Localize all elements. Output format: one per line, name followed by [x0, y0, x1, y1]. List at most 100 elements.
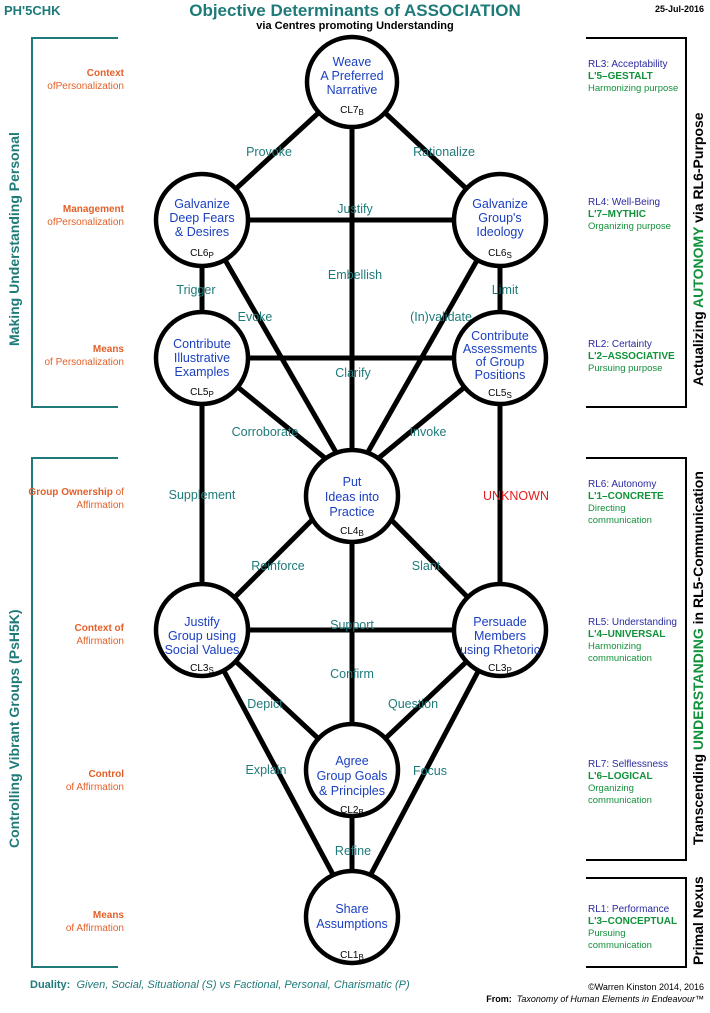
- node-cl2: Agree Group Goals & Principles CL2B: [317, 754, 388, 817]
- svg-text:Persuade: Persuade: [473, 615, 527, 629]
- edge-label-confirm: Confirm: [330, 667, 374, 681]
- svg-text:Agree: Agree: [335, 754, 368, 768]
- svg-text:Put: Put: [343, 475, 362, 489]
- svg-text:Assessments: Assessments: [463, 342, 537, 356]
- copyright-note: ©Warren Kinston 2014, 2016 From: Taxonom…: [486, 982, 704, 1004]
- svg-text:Members: Members: [474, 629, 526, 643]
- edge-label-slant: Slant: [412, 559, 441, 573]
- edge-label-embellish: Embellish: [328, 268, 382, 282]
- edge-evoke: [199, 218, 355, 482]
- left-label-group-ownership-affirmation: Group Ownership of Affirmation: [28, 487, 124, 511]
- node-cl7: Weave A Preferred Narrative CL7B: [320, 55, 383, 117]
- page-subtitle: via Centres promoting Understanding: [256, 20, 454, 32]
- svg-text:CL1B: CL1B: [340, 950, 364, 962]
- edge-label-focus: Focus: [413, 764, 447, 778]
- svg-text:Positions: Positions: [475, 368, 526, 382]
- date-label: 25-Jul-2016: [654, 4, 704, 14]
- page-title: Objective Determinants of ASSOCIATION: [189, 1, 521, 20]
- svg-text:Social Values: Social Values: [165, 643, 240, 657]
- svg-text:of Group: of Group: [476, 355, 525, 369]
- left-bracket-top: [31, 37, 118, 408]
- node-cl1-circle: [303, 868, 401, 966]
- svg-text:Weave: Weave: [333, 55, 372, 69]
- node-cl6s: Galvanize Group's Ideology CL6S: [472, 197, 528, 260]
- node-cl6s-circle: [451, 171, 549, 269]
- svg-text:Deep Fears: Deep Fears: [169, 211, 234, 225]
- node-cl5p: Contribute Illustrative Examples CL5P: [173, 337, 231, 399]
- edge-label-provoke: Provoke: [246, 145, 292, 159]
- edge-focus: [349, 628, 503, 912]
- node-cl2-circle: [303, 721, 401, 819]
- node-cl6p: Galvanize Deep Fears & Desires CL6P: [169, 197, 234, 260]
- edge-label-question: Question: [388, 697, 438, 711]
- edge-label-justify: Justify: [337, 202, 373, 216]
- edge-label-limit: Limit: [492, 283, 519, 297]
- diagram-code: PH'5CHK: [4, 3, 61, 18]
- svg-text:CL3S: CL3S: [190, 663, 214, 675]
- edge-label-depict: Depict: [247, 697, 283, 711]
- svg-text:Ideas into: Ideas into: [325, 490, 379, 504]
- edge-explain: [199, 628, 355, 912]
- node-cl4-circle: [303, 447, 401, 545]
- node-cl3p-circle: [451, 581, 549, 679]
- node-cl4: Put Ideas into Practice CL4B: [325, 475, 379, 538]
- svg-text:Assumptions: Assumptions: [316, 917, 388, 931]
- svg-text:A Preferred: A Preferred: [320, 69, 383, 83]
- svg-text:Contribute: Contribute: [173, 337, 231, 351]
- svg-text:Galvanize: Galvanize: [472, 197, 528, 211]
- node-cl5p-circle: [153, 309, 251, 407]
- edge-label-evoke: Evoke: [238, 310, 273, 324]
- svg-text:Practice: Practice: [329, 505, 374, 519]
- edge-label-explain: Explain: [246, 763, 287, 777]
- edge-label-refine: Refine: [335, 844, 371, 858]
- left-bracket-bottom: [31, 457, 118, 968]
- svg-text:Share: Share: [335, 902, 368, 916]
- svg-text:CL6P: CL6P: [190, 248, 214, 260]
- svg-text:Galvanize: Galvanize: [174, 197, 230, 211]
- svg-text:CL7B: CL7B: [340, 105, 364, 117]
- node-cl3s-circle: [153, 581, 251, 679]
- edge-label-reinforce: Reinforce: [251, 559, 305, 573]
- right-bracket-top: [586, 37, 687, 408]
- svg-text:CL2B: CL2B: [340, 805, 364, 817]
- svg-text:Ideology: Ideology: [476, 225, 524, 239]
- edge-label-invalidate: (In)validate: [410, 310, 472, 324]
- edge-label-rationalize: Rationalize: [413, 145, 475, 159]
- svg-text:Group's: Group's: [478, 211, 521, 225]
- edge-label-supplement: Supplement: [169, 488, 236, 502]
- node-cl5s: Contribute Assessments of Group Position…: [463, 329, 537, 400]
- svg-text:CL5S: CL5S: [488, 388, 512, 400]
- edge-label-trigger: Trigger: [176, 283, 215, 297]
- edge-label-corroborate: Corroborate: [232, 425, 299, 439]
- svg-text:CL3P: CL3P: [488, 663, 512, 675]
- svg-text:CL5P: CL5P: [190, 387, 214, 399]
- svg-text:using Rhetoric: using Rhetoric: [460, 643, 540, 657]
- node-cl6p-circle: [153, 171, 251, 269]
- right-bracket-bottom: [586, 877, 687, 968]
- node-cl3p: Persuade Members using Rhetoric CL3P: [460, 615, 540, 675]
- svg-text:& Desires: & Desires: [175, 225, 229, 239]
- edge-label-support: Support: [330, 618, 374, 632]
- svg-text:Contribute: Contribute: [471, 329, 529, 343]
- node-cl1: Share Assumptions CL1B: [316, 902, 388, 962]
- svg-text:Justify: Justify: [184, 615, 220, 629]
- node-cl7-circle: [304, 34, 400, 130]
- duality-note: Duality: Given, Social, Situational (S) …: [30, 979, 410, 991]
- edge-label-clarify: Clarify: [335, 366, 371, 380]
- svg-text:Examples: Examples: [175, 365, 230, 379]
- right-bracket-mid: [586, 457, 687, 861]
